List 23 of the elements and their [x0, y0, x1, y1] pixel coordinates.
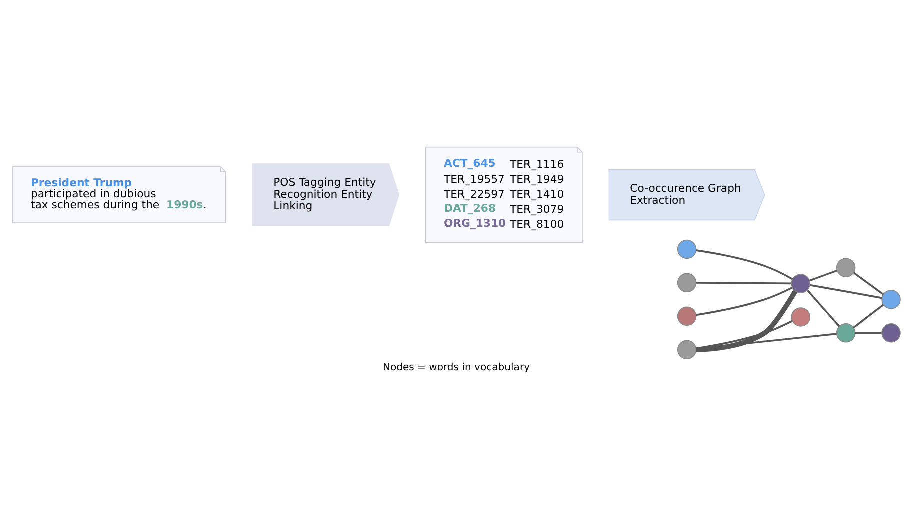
node-circle [677, 240, 697, 260]
connector [696, 250, 794, 280]
node-circle [677, 273, 697, 293]
connector [854, 272, 884, 296]
connector [810, 284, 882, 300]
node-circle [677, 306, 697, 326]
caption: Nodes = words in vocabulary [382, 362, 530, 374]
connector [855, 332, 882, 334]
node-circle [791, 274, 810, 294]
connector [696, 333, 837, 350]
connector [853, 304, 884, 329]
node-circle [882, 324, 901, 343]
node-circle [791, 308, 810, 327]
connector [809, 270, 838, 282]
connector [696, 282, 792, 285]
node-circle [677, 340, 697, 360]
connector [807, 290, 840, 328]
connector [696, 290, 798, 352]
node-circle [882, 290, 901, 310]
connector [696, 320, 793, 350]
connector [696, 286, 793, 316]
node-circle [836, 258, 856, 278]
node-circle [836, 324, 856, 343]
